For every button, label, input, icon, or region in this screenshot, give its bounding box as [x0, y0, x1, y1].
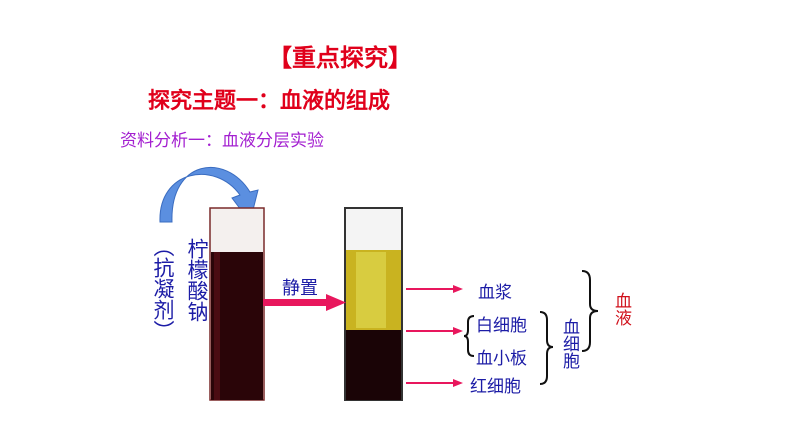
test-tube-separated — [344, 207, 403, 401]
brace-blood-cells — [539, 311, 554, 385]
subtopic-title: 资料分析一：血液分层实验 — [120, 131, 324, 151]
brace-blood — [581, 270, 599, 352]
layer-red-cells-label: 红细胞 — [470, 377, 521, 397]
topic-title: 探究主题一：血液的组成 — [148, 89, 391, 114]
reagent-name-label: 柠檬酸钠 — [185, 238, 209, 322]
layer-white-cells-label: 白细胞 — [476, 316, 527, 336]
heading: 【重点探究】 — [268, 44, 412, 72]
layer-plasma-label: 血浆 — [478, 283, 512, 303]
process-label: 静置 — [282, 278, 318, 299]
process-arrow-icon — [263, 294, 346, 311]
curved-arrow-icon — [159, 166, 259, 224]
blood-group-label: 血液 — [611, 292, 631, 326]
layer-platelets-label: 血小板 — [476, 349, 527, 369]
brace-small-left — [463, 315, 475, 357]
blood-cells-group-label: 血细胞 — [559, 318, 579, 369]
test-tube-unseparated — [209, 207, 265, 401]
pointer-arrows — [406, 285, 463, 387]
reagent-role-label: （抗凝剂） — [151, 236, 175, 341]
